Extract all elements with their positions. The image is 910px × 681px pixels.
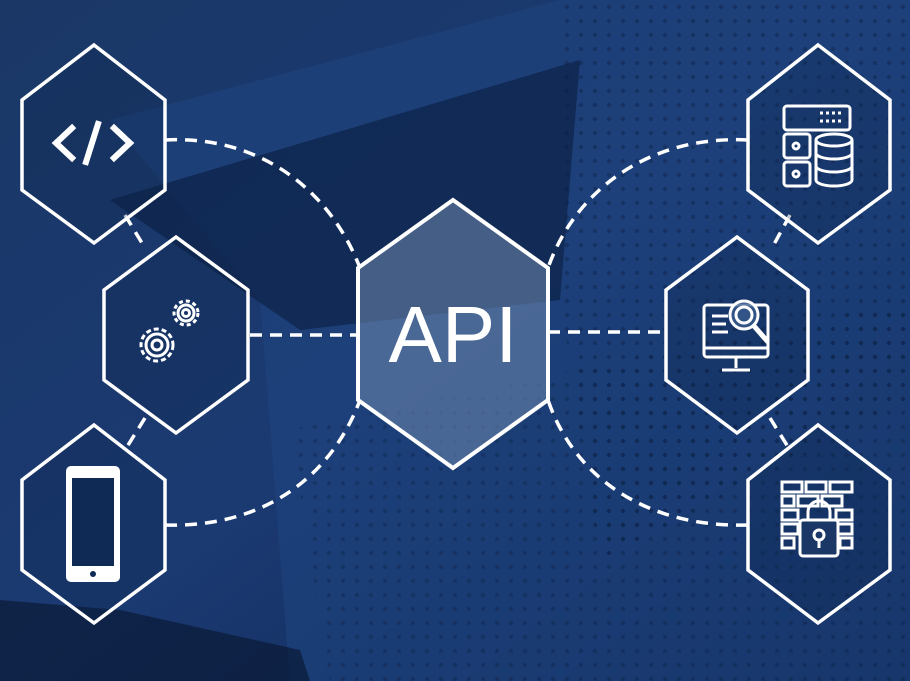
api-hexagon: API: [356, 197, 550, 471]
api-label: API: [389, 290, 518, 379]
node-mobile: [20, 422, 167, 626]
code-brackets-icon: [51, 120, 135, 166]
node-code: [20, 42, 167, 246]
node-security: [746, 422, 892, 626]
monitor-search-icon: [702, 299, 770, 372]
connector-code-settings: [123, 214, 147, 249]
connectors: [123, 137, 792, 527]
node-search: [664, 234, 810, 436]
connector-search-security: [768, 417, 792, 451]
connector-security: [546, 399, 749, 527]
connector-mobile: [164, 399, 362, 527]
connector-settings-mobile: [123, 417, 147, 451]
node-database: [746, 42, 892, 246]
connector-code: [164, 137, 362, 269]
node-settings: [102, 234, 250, 436]
smartphone-icon: [66, 466, 120, 582]
connector-database: [546, 137, 749, 269]
gears-icon: [139, 299, 200, 363]
server-database-icon: [782, 104, 854, 188]
firewall-lock-icon: [780, 480, 854, 558]
